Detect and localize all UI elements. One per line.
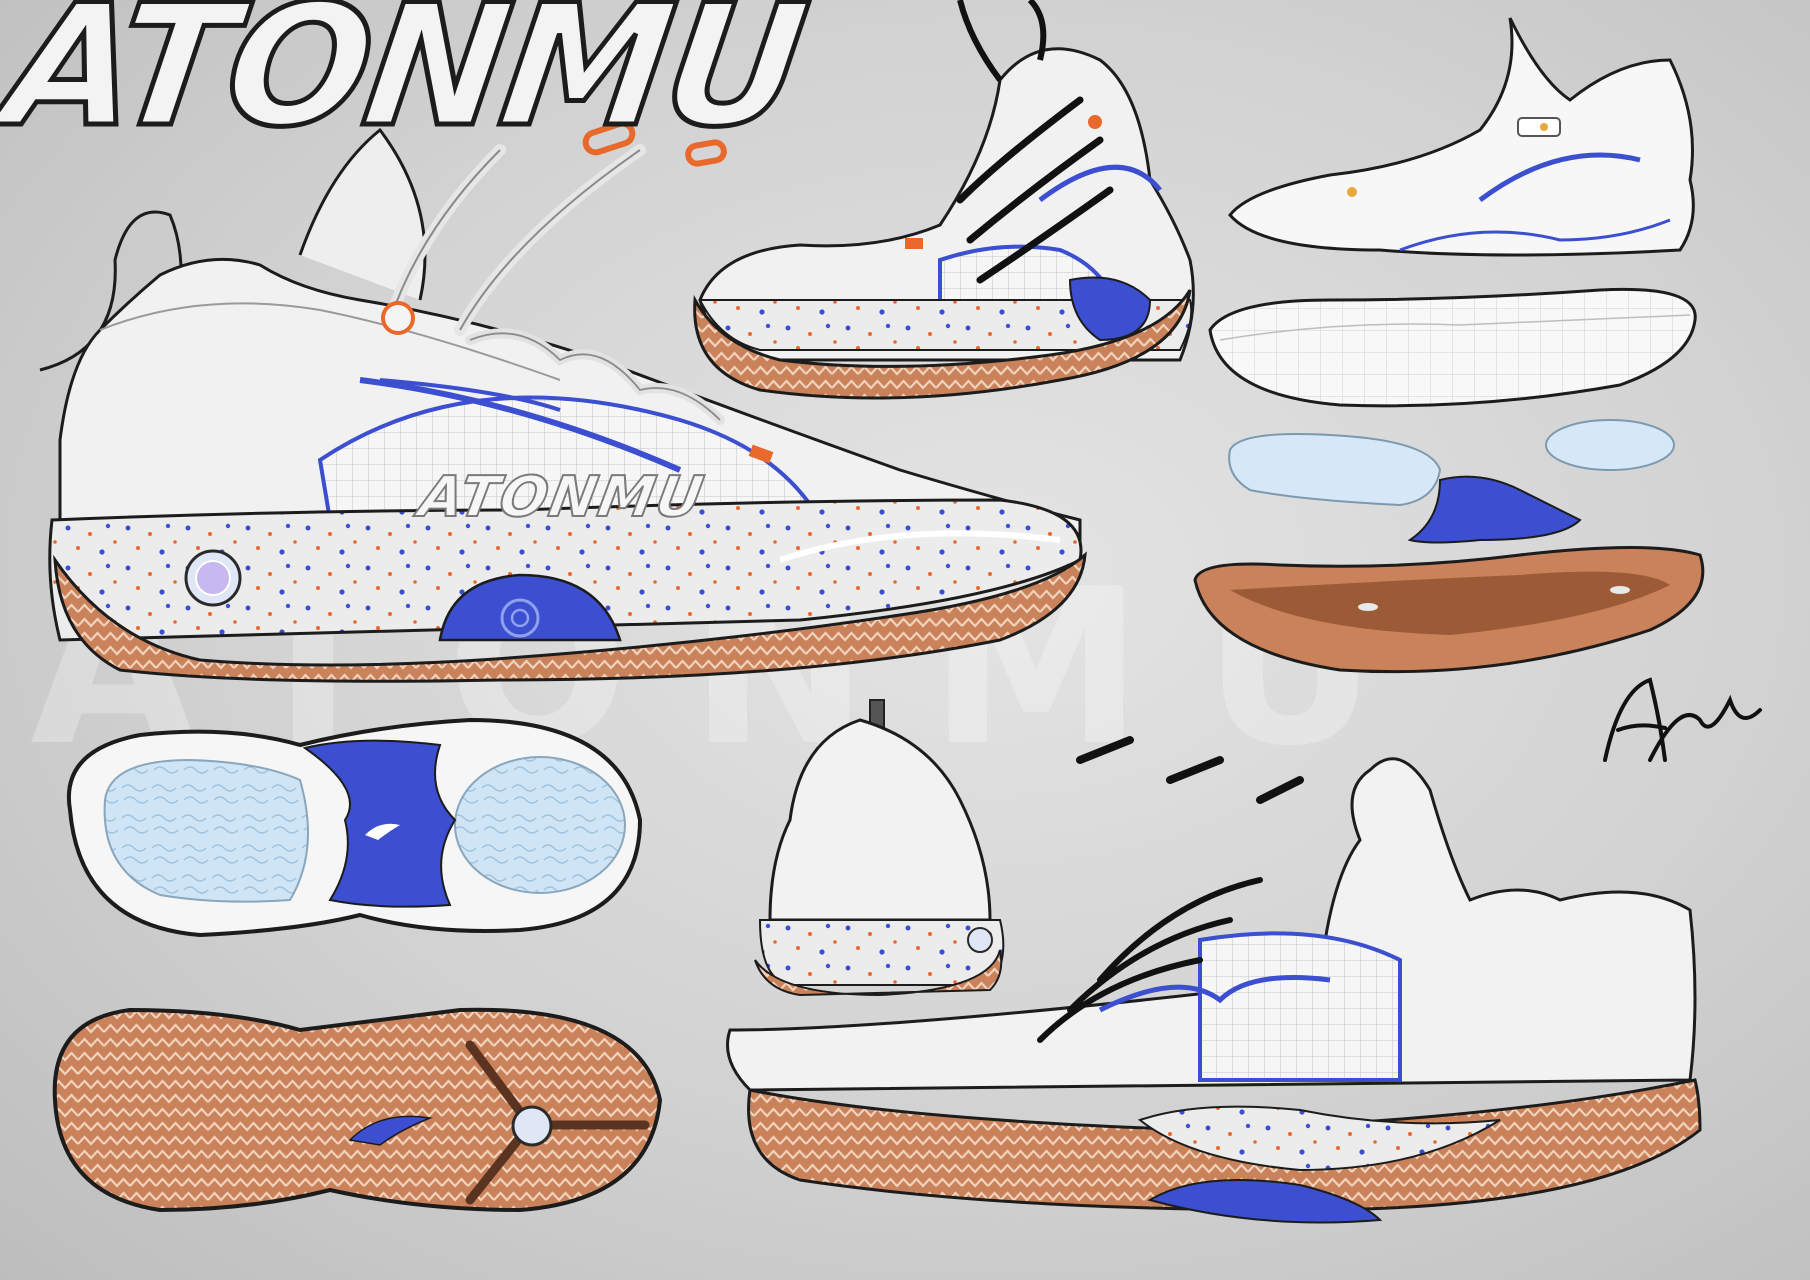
swoosh-logo-icon (365, 823, 400, 840)
designer-signature (1603, 677, 1762, 762)
insole-top-view (66, 717, 643, 938)
main-side-view-shoe (39, 120, 1087, 683)
outsole-bottom-view (52, 1007, 663, 1213)
rear-view-shoe (754, 699, 1005, 997)
exploded-sockliner (1208, 287, 1697, 408)
exploded-cushion-pods (1228, 419, 1675, 544)
bottom-right-shoe (726, 736, 1702, 1224)
upper-panel-text: ATONMU (413, 464, 710, 531)
heel-badge-icon (184, 549, 242, 607)
brand-title: ATONMU (0, 0, 816, 167)
eye-emblem-icon (438, 573, 622, 642)
exploded-outsole-tray (1193, 546, 1705, 674)
three-quarter-view-shoe (693, 0, 1195, 400)
exploded-upper (1228, 17, 1695, 257)
